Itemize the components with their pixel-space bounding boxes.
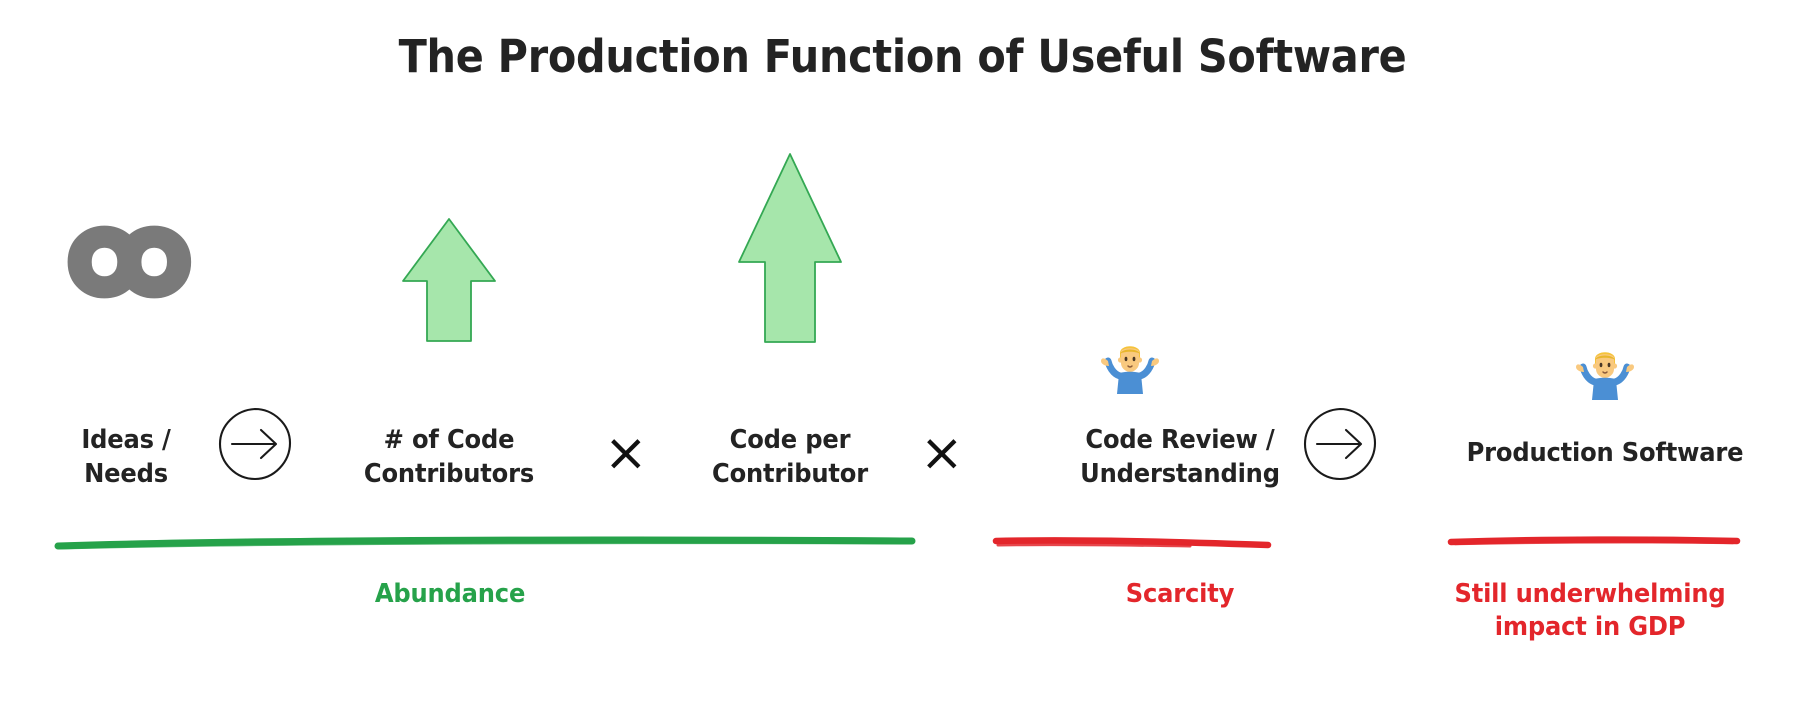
multiply-operator-1: × [604,423,648,483]
circled-right-arrow-icon [215,404,295,484]
scarcity-caption: Scarcity [1125,579,1235,609]
gdp-impact-underline [1435,530,1745,556]
node-code-review-understanding: Code Review / Understanding [1035,424,1325,492]
node-code-review-understanding-label: Code Review / Understanding [1080,425,1280,489]
green-up-arrow-icon-code-per-contributor [735,150,845,350]
node-code-contributors-label: # of Code Contributors [363,425,535,489]
page-title: The Production Function of Useful Softwa… [398,30,1407,83]
person-shrugging-emoji-production-software [1570,340,1640,410]
infinity-icon [48,210,213,315]
scarcity-underline [990,532,1275,558]
multiply-operator-2: × [920,423,964,483]
node-code-per-contributor: Code per Contributor [650,424,930,492]
person-shrugging-emoji-code-review [1095,334,1165,404]
abundance-caption: Abundance [374,579,526,609]
node-code-contributors: # of Code Contributors [306,424,592,492]
node-production-software: Production Software [1400,437,1805,471]
abundance-underline [50,532,920,558]
node-ideas-needs: Ideas / Needs [26,424,226,492]
node-ideas-needs-label: Ideas / Needs [81,425,171,489]
node-production-software-label: Production Software [1466,438,1744,468]
circled-right-arrow-icon-2 [1300,404,1380,484]
node-code-per-contributor-label: Code per Contributor [712,425,868,489]
gdp-impact-caption: Still underwhelming impact in GDP [1454,579,1726,642]
green-up-arrow-icon-contributors [399,215,499,349]
